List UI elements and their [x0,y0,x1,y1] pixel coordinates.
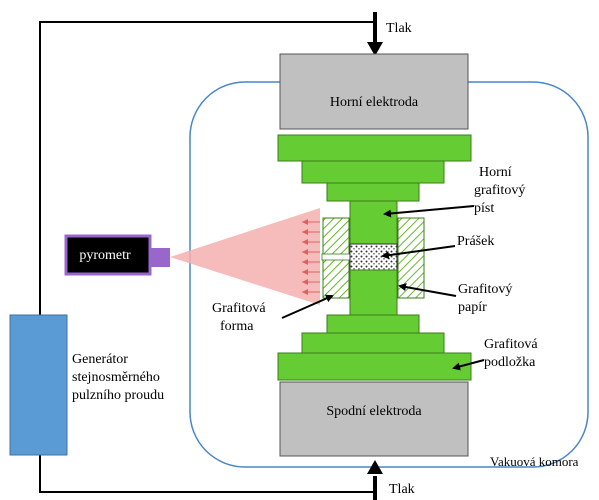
bottom-electrode [279,381,469,457]
pyrometer-lens [150,248,170,267]
graphite-die-label: Grafitová forma [212,301,269,334]
graphite-base [277,352,472,381]
powder [349,243,398,271]
upper-piston-leader [383,205,475,218]
bottom-electrode-label: Spodní elektroda [326,404,422,419]
pyrometer-beam [170,208,320,305]
upper-spacer-2 [301,160,445,184]
pressure-arrowhead-top [367,42,383,56]
lower-spacer-1 [326,314,420,334]
generator-label: Generátor stejnosměrného pulzního proudu [72,352,164,403]
circuit-wire-top [39,21,375,315]
graphite-die-leader [281,294,334,319]
circuit-wire-bottom [39,455,375,493]
upper-spacer-1 [277,134,472,162]
pressure-arrowhead-bottom [367,460,383,474]
pyrometer-hole [321,253,351,261]
graphite-paper-label: Grafitový papír [458,282,516,315]
top-electrode-label: Horní elektroda [330,95,419,110]
vacuum-chamber-label: Vakuová komora [490,454,579,469]
upper-spacer-3 [326,182,420,202]
pyrometer-body [64,234,152,276]
top-electrode [279,53,469,130]
pyrometer-label: pyrometr [79,248,131,263]
lower-piston [349,269,398,316]
pressure-label-bottom: Tlak [389,482,415,497]
generator [9,314,68,456]
lower-spacer-2 [301,332,445,354]
graphite-paper-leader [398,283,457,297]
powder-leader [381,245,456,260]
pressure-label-top: Tlak [386,21,412,36]
graphite-base-leader [452,359,485,371]
upper-piston-label: Horní grafitový píst [474,165,529,216]
heat-arrows [302,219,320,295]
upper-piston [349,200,398,245]
graphite-base-label: Grafitová podložka [484,337,541,370]
powder-label: Prášek [457,234,494,249]
